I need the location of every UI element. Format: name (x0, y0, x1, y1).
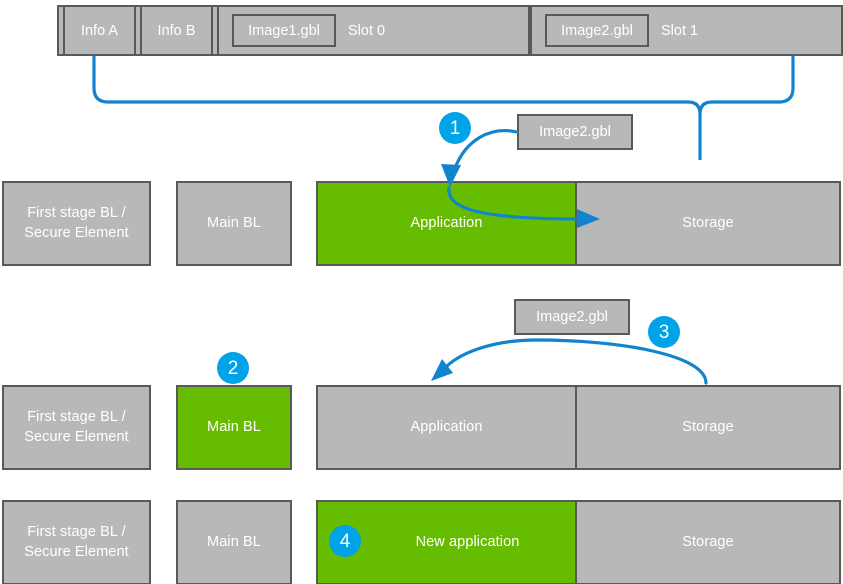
slot-brace-connector (92, 55, 795, 160)
row-updated-block-storage: Storage (575, 500, 841, 584)
callout-image2-step3-label: Image2.gbl (536, 309, 608, 325)
slot-0-label-wrap: Slot 0 (348, 14, 385, 47)
row-initial-block-application-label: Application (410, 214, 483, 231)
slot-0-image-chip: Image1.gbl (232, 14, 336, 47)
row-updated-block-main-bl-label: Main BL (207, 533, 261, 550)
step-badge-1-number: 1 (449, 117, 461, 139)
callout-image2-step3: Image2.gbl (514, 299, 630, 335)
row-bootloader-block-storage: Storage (575, 385, 841, 470)
row-updated-block-first-stage-bl-label: First stage BL / Secure Element (24, 523, 129, 560)
slot-bar-cell-info-b-label: Info B (157, 22, 196, 39)
row-initial-block-main-bl-label: Main BL (207, 214, 261, 231)
row-bootloader-block-application: Application (316, 385, 577, 470)
row-initial-block-storage: Storage (575, 181, 841, 266)
row-bootloader-block-first-stage-bl-label: First stage BL / Secure Element (24, 408, 129, 445)
step3-arrowhead-left (431, 359, 453, 381)
slot-0-label: Slot 0 (348, 22, 386, 39)
row-bootloader-block-storage-label: Storage (682, 418, 734, 435)
row-updated-block-main-bl: Main BL (176, 500, 292, 584)
row-initial-block-main-bl: Main BL (176, 181, 292, 266)
step-badge-4: 4 (329, 525, 361, 557)
row-initial-block-first-stage-bl: First stage BL / Secure Element (2, 181, 151, 266)
step-badge-4-number: 4 (339, 530, 351, 552)
row-initial-block-first-stage-bl-label: First stage BL / Secure Element (24, 204, 129, 241)
slot-bar-cell-info-a-label: Info A (80, 22, 119, 39)
callout-image2-step1-label: Image2.gbl (539, 124, 611, 140)
row-bootloader-block-main-bl-label: Main BL (207, 418, 261, 435)
row-initial-block-application: Application (316, 181, 577, 266)
slot-1-label: Slot 1 (661, 22, 699, 39)
slot-1-image-label: Image2.gbl (561, 22, 633, 39)
slot-bar-cell-info-b: Info B (140, 5, 213, 56)
slot-bar-cell-info-a: Info A (63, 5, 136, 56)
step-badge-2: 2 (217, 352, 249, 384)
step-badge-2-number: 2 (227, 357, 239, 379)
step-badge-1: 1 (439, 112, 471, 144)
step-badge-3-number: 3 (658, 321, 670, 343)
row-initial-block-storage-label: Storage (682, 214, 734, 231)
row-bootloader-block-main-bl: Main BL (176, 385, 292, 470)
slot-1-label-wrap: Slot 1 (661, 14, 698, 47)
slot-1-image-chip: Image2.gbl (545, 14, 649, 47)
slot-0-image-label: Image1.gbl (248, 22, 320, 39)
row-updated-block-first-stage-bl: First stage BL / Secure Element (2, 500, 151, 584)
callout-image2-step1: Image2.gbl (517, 114, 633, 150)
row-updated-block-new-application-label: New application (415, 533, 520, 550)
row-updated-block-storage-label: Storage (682, 533, 734, 550)
step-badge-3: 3 (648, 316, 680, 348)
row-bootloader-block-first-stage-bl: First stage BL / Secure Element (2, 385, 151, 470)
row-bootloader-block-application-label: Application (410, 418, 483, 435)
